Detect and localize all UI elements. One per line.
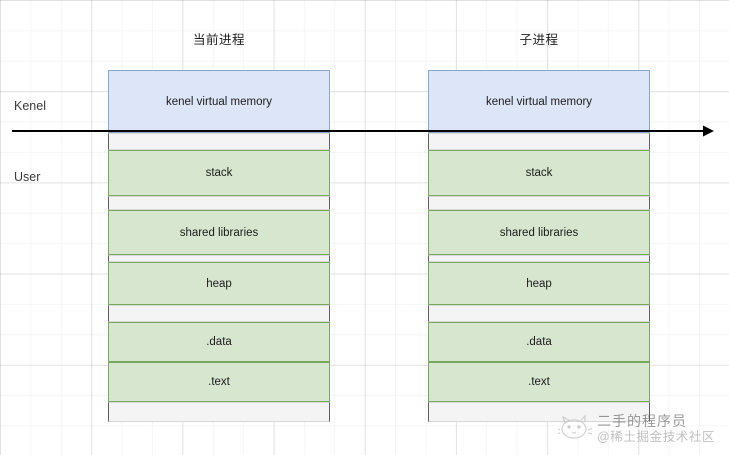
memory-band-gap [108,402,330,422]
memory-band-label: stack [205,167,233,179]
memory-column-child-process: kenel virtual memory stack shared librarie… [428,70,650,422]
memory-column-current-process: kenel virtual memory stack shared librarie… [108,70,330,422]
memory-band-label: kenel virtual memory [165,95,273,108]
memory-band-gap [428,255,650,262]
memory-band-label: shared libraries [499,226,579,239]
memory-band-kenel-virtual-memory: kenel virtual memory [108,70,330,133]
memory-band-gap [428,133,650,150]
memory-band-label: heap [206,277,232,290]
column-title-child-process: 子进程 [519,33,559,47]
memory-band-data: .data [108,322,330,362]
column-title-current-process: 当前进程 [192,33,245,47]
memory-band-kenel-virtual-memory: kenel virtual memory [428,70,650,133]
memory-band-shared-libraries: shared libraries [108,210,330,255]
watermark-community: @稀土掘金技术社区 [597,429,716,444]
memory-band-label: .text [528,376,550,388]
side-label-kernel: Kenel [14,99,46,113]
memory-band-label: shared libraries [179,226,259,239]
memory-band-gap [108,305,330,322]
memory-band-gap [108,196,330,210]
memory-band-label: .text [208,376,230,388]
memory-band-stack: stack [108,150,330,196]
side-label-user: User [14,170,41,184]
memory-band-heap: heap [428,262,650,305]
memory-band-data: .data [428,322,650,362]
right-arrow-icon [703,125,714,137]
memory-band-gap [108,255,330,262]
memory-band-gap [428,196,650,210]
memory-band-gap [108,133,330,150]
memory-band-label: .data [206,336,232,348]
memory-band-stack: stack [428,150,650,196]
memory-band-label: stack [525,167,553,179]
memory-band-label: .data [526,336,552,348]
memory-band-label: kenel virtual memory [485,95,593,108]
memory-band-shared-libraries: shared libraries [428,210,650,255]
memory-band-label: heap [526,277,552,290]
memory-band-gap [428,402,650,422]
memory-band-heap: heap [108,262,330,305]
memory-band-text: .text [428,362,650,402]
memory-band-gap [428,305,650,322]
memory-band-text: .text [108,362,330,402]
